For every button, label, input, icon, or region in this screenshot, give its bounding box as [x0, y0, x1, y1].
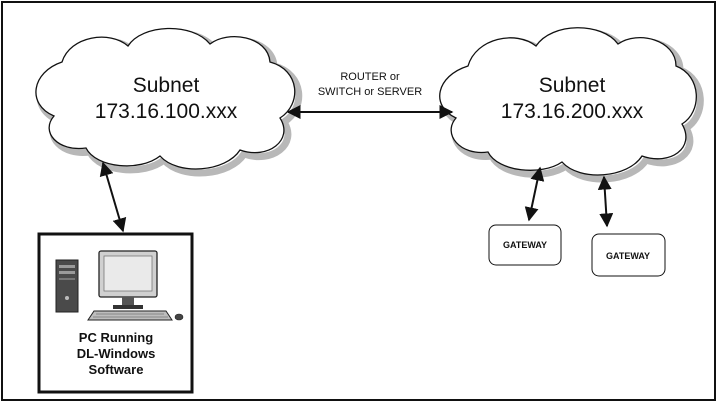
gateway-2-label: GATEWAY	[606, 251, 650, 261]
subnet-right-address: 173.16.200.xxx	[501, 100, 644, 123]
pc-label-line1: PC Running	[79, 330, 153, 345]
subnet-cloud-right: Subnet 173.16.200.xxx	[439, 27, 704, 183]
desktop-computer-icon	[55, 250, 184, 321]
gateway-1-link-arrow	[524, 166, 545, 222]
pc-label-line3: Software	[89, 362, 144, 377]
gateway-box-1: GATEWAY	[488, 224, 562, 266]
connector-label-line2: SWITCH or SERVER	[318, 86, 422, 98]
gateway-1-label: GATEWAY	[503, 240, 547, 250]
subnet-left-title: Subnet	[133, 74, 200, 97]
subnet-cloud-left: Subnet 173.16.100.xxx	[35, 27, 303, 177]
pc-label-line2: DL-Windows	[77, 346, 156, 361]
gateway-box-2: GATEWAY	[591, 233, 666, 277]
subnet-right-title: Subnet	[539, 74, 606, 97]
connector-label-line1: ROUTER or	[340, 71, 400, 83]
gateway-2-link-arrow	[597, 175, 614, 228]
pc-link-arrow	[99, 161, 127, 233]
pc-box: PC Running DL-Windows Software	[37, 232, 194, 394]
subnet-left-address: 173.16.100.xxx	[95, 100, 238, 123]
